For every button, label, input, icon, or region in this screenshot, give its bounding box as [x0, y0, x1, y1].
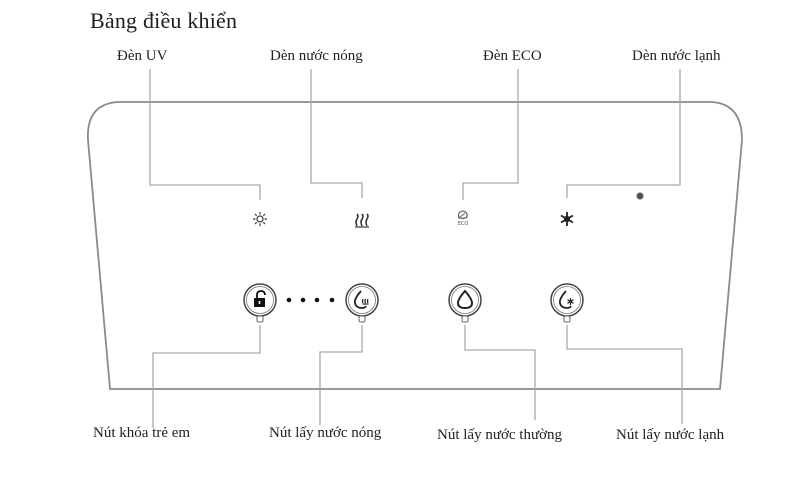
- cold-drop-icon: [558, 290, 574, 309]
- label-hot-water-light: Dèn nước nóng: [270, 48, 363, 64]
- hot-drop-icon: [353, 290, 369, 309]
- water-drop-icon: [456, 289, 474, 310]
- label-eco-light: Đèn ECO: [483, 48, 542, 64]
- eco-icon-text: ECO: [458, 221, 469, 227]
- padlock-icon: [254, 290, 266, 307]
- uv-sun-icon: [253, 212, 267, 226]
- diagram-title: Bảng điều khiển: [90, 8, 238, 33]
- label-cold-water-light: Dèn nước lạnh: [632, 48, 721, 64]
- leader-child-lock: [152, 325, 261, 428]
- cold-water-button[interactable]: [550, 283, 584, 323]
- eco-leaf-icon: ECO: [458, 210, 469, 227]
- label-child-lock-button: Nút khóa trẻ em: [93, 425, 191, 441]
- leader-hot-button: [319, 325, 363, 425]
- label-normal-water-button: Nút lấy nước thường: [437, 427, 563, 443]
- leader-cold-light: [566, 69, 681, 198]
- label-uv-light: Đèn UV: [117, 48, 168, 64]
- dots-connector: [286, 297, 335, 303]
- status-dot: [636, 192, 644, 200]
- normal-water-button[interactable]: [448, 283, 482, 323]
- panel-outline: [87, 101, 743, 390]
- label-cold-water-button: Nút lấy nước lạnh: [616, 427, 725, 443]
- heat-waves-icon: [355, 213, 369, 228]
- leader-cold-button: [566, 325, 683, 424]
- snowflake-icon: [560, 212, 574, 226]
- leader-hot-light: [310, 69, 363, 198]
- child-lock-button[interactable]: [243, 283, 277, 323]
- leader-eco: [462, 69, 519, 200]
- hot-water-button[interactable]: [345, 283, 379, 323]
- leader-normal-button: [464, 325, 536, 420]
- label-hot-water-button: Nút lấy nước nóng: [269, 425, 382, 441]
- leader-uv: [149, 69, 261, 200]
